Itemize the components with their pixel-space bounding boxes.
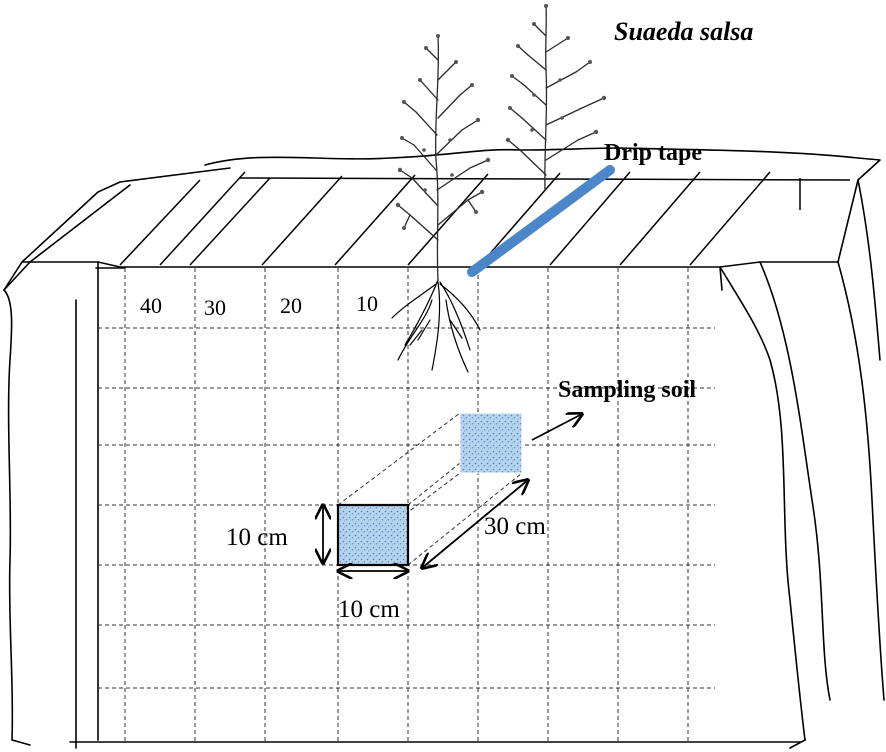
- dimension-arrows: [323, 414, 582, 571]
- sampling-soil-label: Sampling soil: [558, 377, 696, 403]
- sample-back-face: [459, 412, 523, 474]
- soil-block: [3, 147, 885, 749]
- depth-label-20: 20: [280, 293, 302, 318]
- suaeda-plants: [395, 4, 607, 281]
- plant-roots: [391, 279, 481, 373]
- depth-label-40: 40: [140, 293, 162, 318]
- drip-tape: [467, 165, 615, 277]
- depth-label-30: 30: [204, 295, 226, 320]
- sampling-volume: [336, 412, 523, 567]
- depth-label-10: 10: [356, 291, 378, 316]
- height-dimension-label: 10 cm: [226, 524, 288, 551]
- species-label: Suaeda salsa: [614, 17, 753, 46]
- drip-tape-label: Drip tape: [604, 140, 702, 166]
- top-surface-stripes: [119, 171, 851, 266]
- sample-front-face: [336, 503, 410, 567]
- length-dimension-label: 30 cm: [484, 513, 546, 540]
- width-dimension-label: 10 cm: [338, 596, 400, 623]
